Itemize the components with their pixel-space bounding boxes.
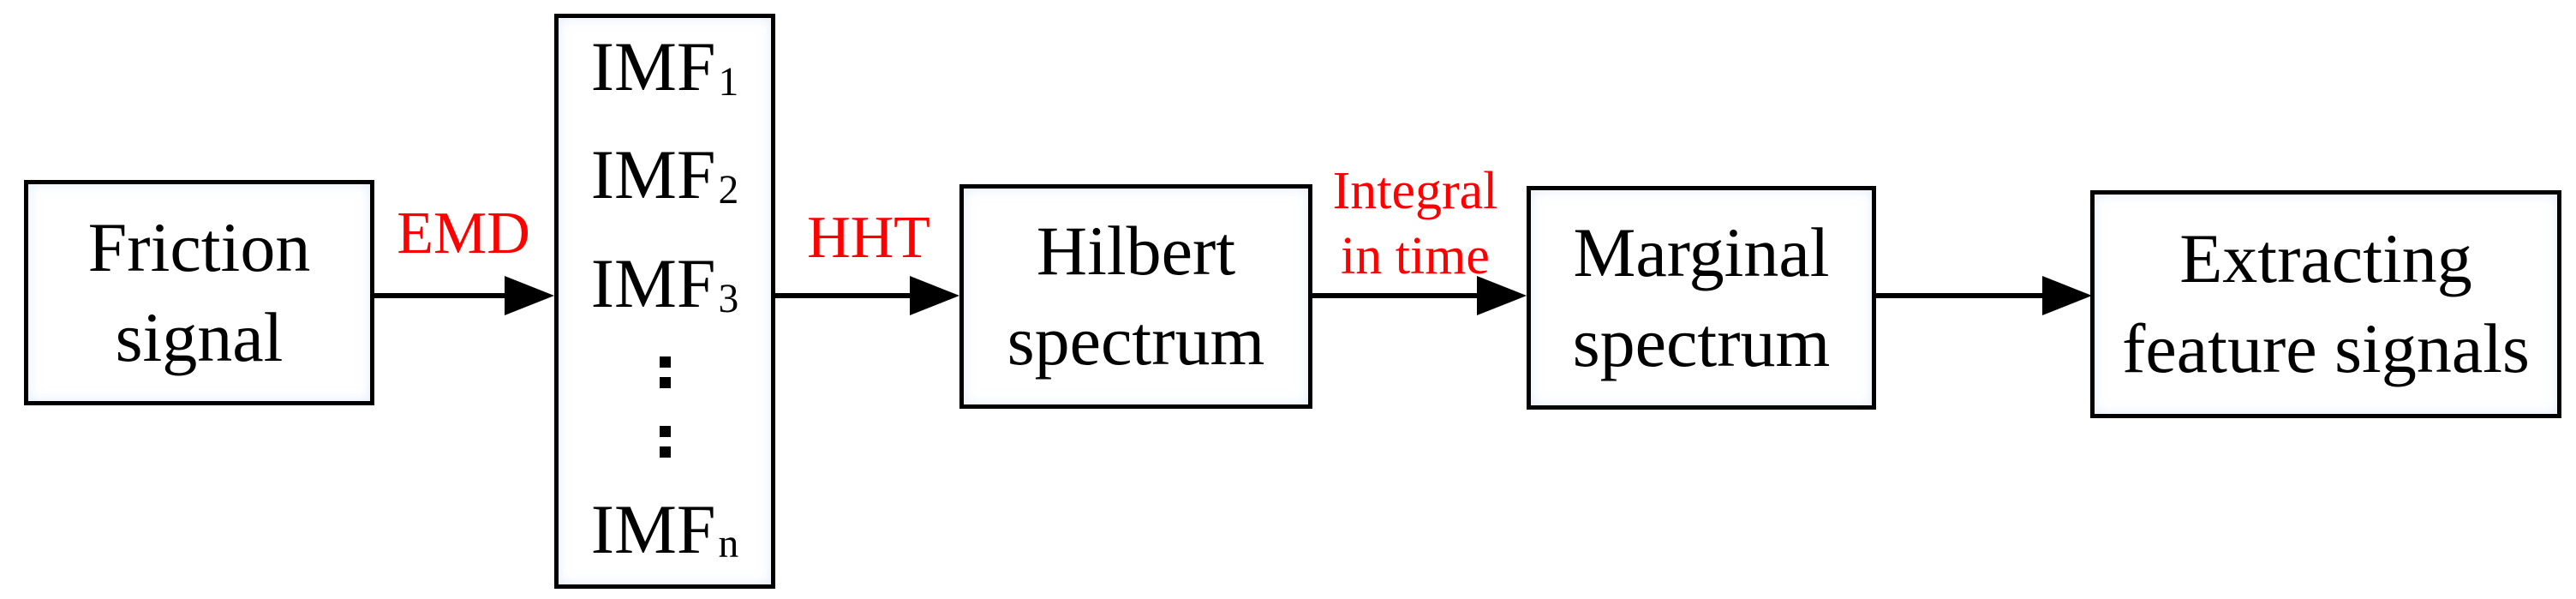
- imf-base: IMF: [590, 489, 716, 568]
- box-label-line: spectrum: [1007, 302, 1265, 380]
- imf-base: IMF: [590, 135, 716, 214]
- imf-base: IMF: [590, 243, 716, 322]
- arrow-label-hht: HHT: [807, 205, 930, 271]
- box-label-line: Extracting: [2179, 219, 2472, 298]
- imf-subscript: 3: [718, 276, 739, 321]
- vertical-ellipsis-icon: [659, 425, 671, 458]
- flow-box-friction-signal: Friction signal: [24, 180, 374, 405]
- dot: [659, 377, 671, 389]
- flow-box-extracting-feature-signals: Extracting feature signals: [2090, 190, 2561, 418]
- arrow-emd: [374, 293, 505, 298]
- vertical-ellipsis-icon: [659, 356, 671, 389]
- imf-base: IMF: [590, 27, 716, 105]
- arrow-label-integral-in-time: Integral in time: [1333, 159, 1498, 289]
- imf-subscript: n: [718, 522, 739, 567]
- flow-box-imf-list: IMF1 IMF2 IMF3 IMFn: [554, 14, 775, 589]
- imf-item-1: IMF1: [591, 32, 739, 103]
- dot: [659, 356, 671, 368]
- flow-box-marginal-spectrum: Marginal spectrum: [1527, 186, 1876, 410]
- box-label-line: Friction: [87, 207, 311, 286]
- flow-box-hilbert-spectrum: Hilbert spectrum: [959, 184, 1312, 409]
- arrow-label-line: Integral: [1332, 162, 1498, 220]
- arrow-label-emd: EMD: [397, 201, 530, 267]
- arrow-hht: [775, 293, 910, 298]
- imf-subscript: 2: [718, 168, 739, 213]
- imf-subscript: 1: [718, 59, 739, 105]
- box-label-line: Hilbert: [1036, 212, 1236, 291]
- imf-item-2: IMF2: [591, 140, 739, 211]
- imf-item-n: IMFn: [591, 494, 739, 566]
- box-label-line: Marginal: [1573, 213, 1830, 291]
- box-label-line: spectrum: [1572, 302, 1831, 381]
- box-label-line: feature signals: [2122, 309, 2530, 387]
- arrow-to-extracting: [1876, 293, 2042, 298]
- imf-item-3: IMF3: [591, 248, 739, 321]
- box-label-line: signal: [115, 297, 284, 376]
- arrow-integral-in-time: [1312, 293, 1477, 298]
- dot: [659, 446, 671, 458]
- arrow-label-line: in time: [1341, 226, 1490, 285]
- dot: [659, 425, 671, 437]
